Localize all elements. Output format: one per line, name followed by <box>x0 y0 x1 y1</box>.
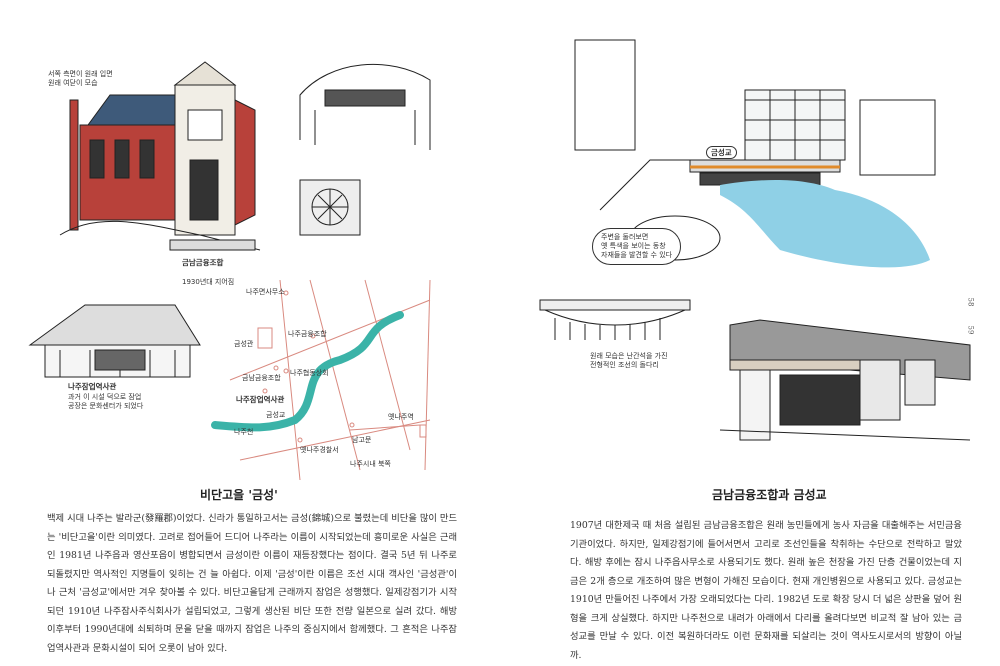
map-label-shop: 나주협동상회 <box>290 369 329 377</box>
hanok-caption-title: 나주잠업역사관 <box>68 382 117 391</box>
map-label-station: 옛나주역 <box>388 413 414 421</box>
left-page: 서쪽 측면이 원래 입면 원래 여닫이 모습 금남금융조합 1930년대 지어짐… <box>28 61 457 658</box>
left-page-title: 비단고을 '금성' <box>200 488 278 502</box>
hanok-sketch <box>28 304 201 378</box>
map-label-river: 나주천 <box>234 428 254 436</box>
right-page-title: 금남금융조합과 금성교 <box>712 488 827 502</box>
bank-caption-title: 금남금융조합 <box>182 258 224 267</box>
overpass-sketch <box>719 319 971 441</box>
map-label-bridge: 금성교 <box>266 411 286 419</box>
page-number-right: 59 <box>966 325 975 335</box>
map-label-union1: 나주금융조합 <box>288 330 327 338</box>
bank-note-text: 서쪽 측면이 원래 입면 원래 여닫이 모습 <box>48 70 113 87</box>
bridge-bubble-note: 주변을 둘러보면 옛 특색을 보이는 동창 자재들을 발견할 수 있다 <box>592 228 682 265</box>
map-label-office: 나주면사무소 <box>246 288 285 296</box>
map-label-silk: 나주잠업역사관 <box>236 395 285 404</box>
ornament-sketch <box>299 179 361 236</box>
map-label-union2: 금남금융조합 <box>242 374 281 382</box>
facade-detail-sketch <box>299 63 431 150</box>
bridge-label: 금성교 <box>706 146 737 159</box>
bank-caption-note: 1930년대 지어짐 <box>182 278 235 286</box>
right-page-body: 1907년 대한제국 때 처음 설립된 금남금융조합은 원래 농민들에게 농사 … <box>570 517 962 665</box>
map-sketch <box>211 279 431 480</box>
old-bridge-sketch <box>539 299 691 340</box>
map-label-police: 옛나주경찰서 <box>300 446 339 454</box>
right-sketches <box>539 39 971 441</box>
old-bridge-caption: 원래 모습은 난간석을 가진 전형적인 조선의 돌다리 <box>590 352 668 369</box>
right-page: 금성교 주변을 둘러보면 옛 특색을 보이는 동창 자재들을 발견할 수 있다 … <box>500 0 1000 666</box>
right-body-text: 1907년 대한제국 때 처음 설립된 금남금융조합은 원래 농민들에게 농사 … <box>570 520 962 661</box>
map-label-hall: 금성관 <box>234 340 254 348</box>
left-body-text: 백제 시대 나주는 발라군(發羅郡)이었다. 신라가 통일하고서는 금성(錦城)… <box>47 513 457 654</box>
map-label-north: 나주시내 북쪽 <box>350 460 391 468</box>
left-sketches <box>28 61 431 480</box>
page-number-left: 58 <box>966 297 975 307</box>
left-page-body: 백제 시대 나주는 발라군(發羅郡)이었다. 신라가 통일하고서는 금성(錦城)… <box>47 510 457 658</box>
hanok-caption-note: 과거 이 시설 덕으로 잠업 공장은 문화센터가 되었다 <box>68 393 144 410</box>
bank-building-sketch <box>59 61 261 251</box>
map-label-gate: 남고문 <box>352 436 372 444</box>
